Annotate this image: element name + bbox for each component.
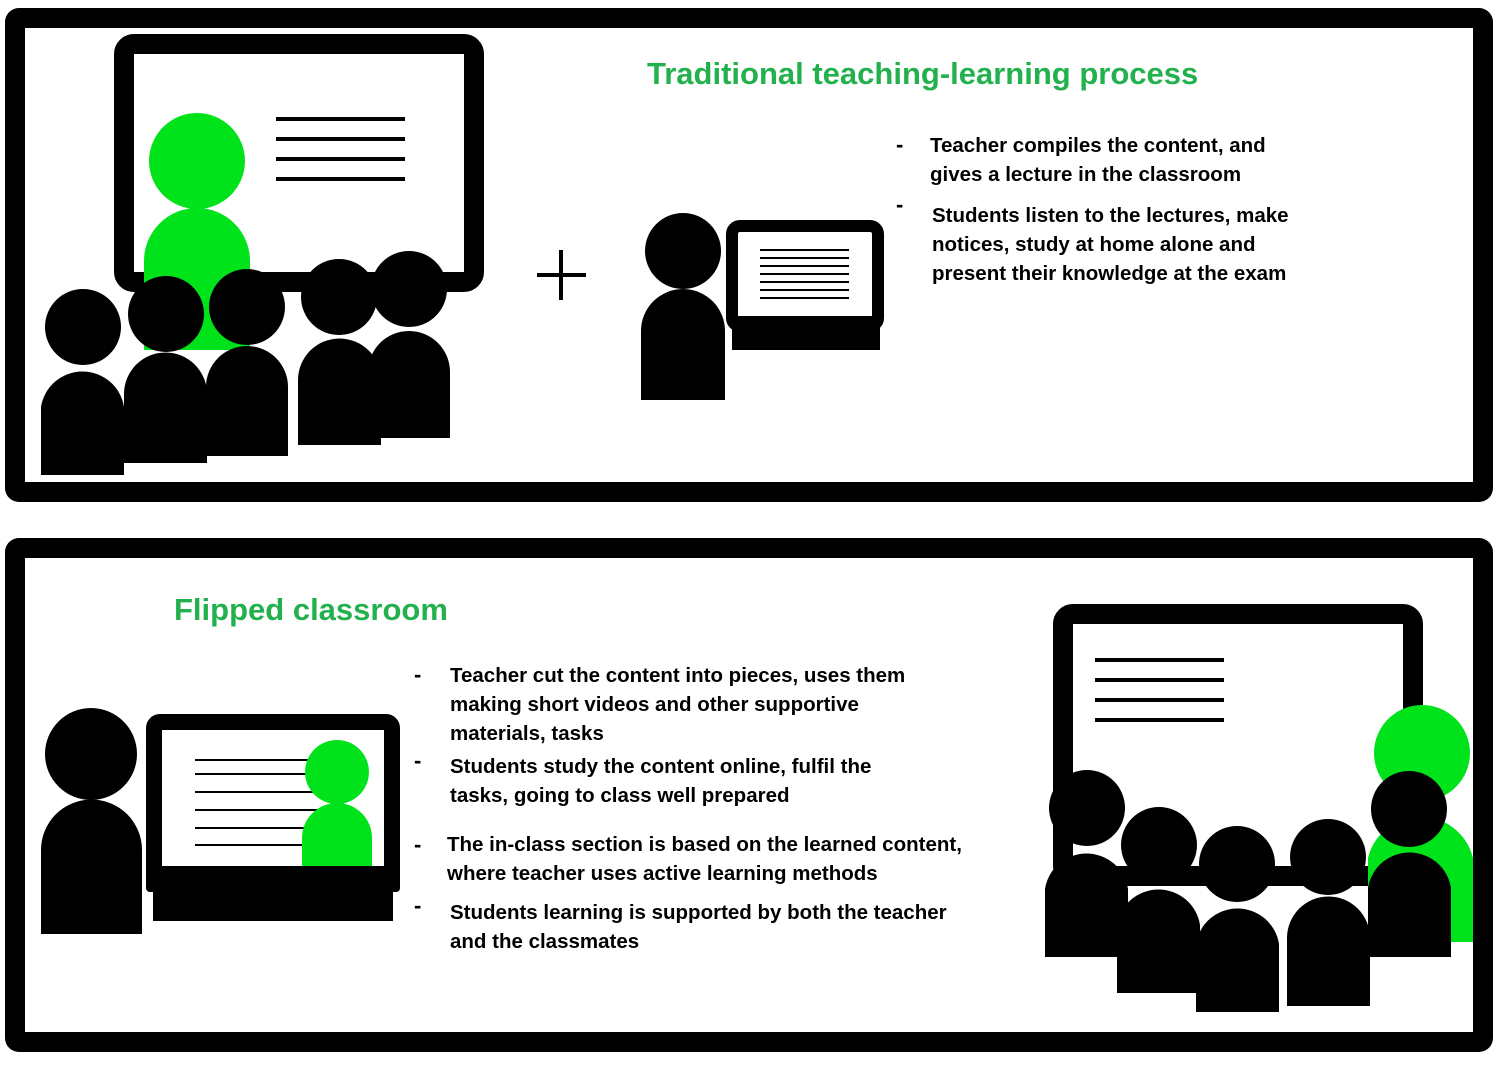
bullet-marker: - [414, 832, 422, 857]
bullet-line: Teacher compiles the content, and [930, 134, 1266, 157]
bullet-line: present their knowledge at the exam [932, 262, 1287, 285]
bullet-line: Students learning is supported by both t… [450, 901, 947, 924]
flipped-bullet-2: Students study the content online, fulfi… [450, 752, 871, 810]
bullet-line: The in-class section is based on the lea… [447, 833, 962, 856]
traditional-title: Traditional teaching-learning process [647, 56, 1199, 91]
bullet-line: Students listen to the lectures, make [932, 204, 1289, 227]
bullet-line: notices, study at home alone and [932, 233, 1256, 256]
laptop-icon [726, 220, 884, 350]
bullet-marker: - [414, 893, 422, 918]
bullet-line: making short videos and other supportive [450, 693, 859, 716]
bullet-line: tasks, going to class well prepared [450, 784, 790, 807]
flipped-bullet-4: Students learning is supported by both t… [450, 898, 947, 956]
laptop-icon [146, 714, 400, 921]
bullet-line: and the classmates [450, 930, 640, 953]
bullet-marker: - [414, 662, 422, 687]
bullet-line: Teacher cut the content into pieces, use… [450, 664, 906, 687]
traditional-bullet-2: Students listen to the lectures, make no… [932, 201, 1289, 288]
bullet-marker: - [896, 132, 904, 157]
student-figure-icon [41, 708, 142, 934]
bullet-marker: - [896, 192, 904, 217]
flipped-bullet-3: The in-class section is based on the lea… [447, 830, 962, 888]
traditional-bullet-1: Teacher compiles the content, and gives … [930, 131, 1266, 189]
bullet-line: Students study the content online, fulfi… [450, 755, 872, 778]
student-group-icon [41, 251, 450, 475]
bullet-line: gives a lecture in the classroom [930, 163, 1242, 186]
bullet-line: materials, tasks [450, 722, 604, 745]
student-group-icon [1045, 770, 1451, 1012]
student-figure-icon [641, 213, 725, 400]
bullet-marker: - [414, 748, 422, 773]
flipped-bullet-1: Teacher cut the content into pieces, use… [450, 661, 905, 748]
plus-icon [537, 250, 586, 300]
flipped-title: Flipped classroom [174, 592, 448, 627]
bullet-line: where teacher uses active learning metho… [447, 862, 878, 885]
video-teacher-icon [302, 740, 372, 866]
